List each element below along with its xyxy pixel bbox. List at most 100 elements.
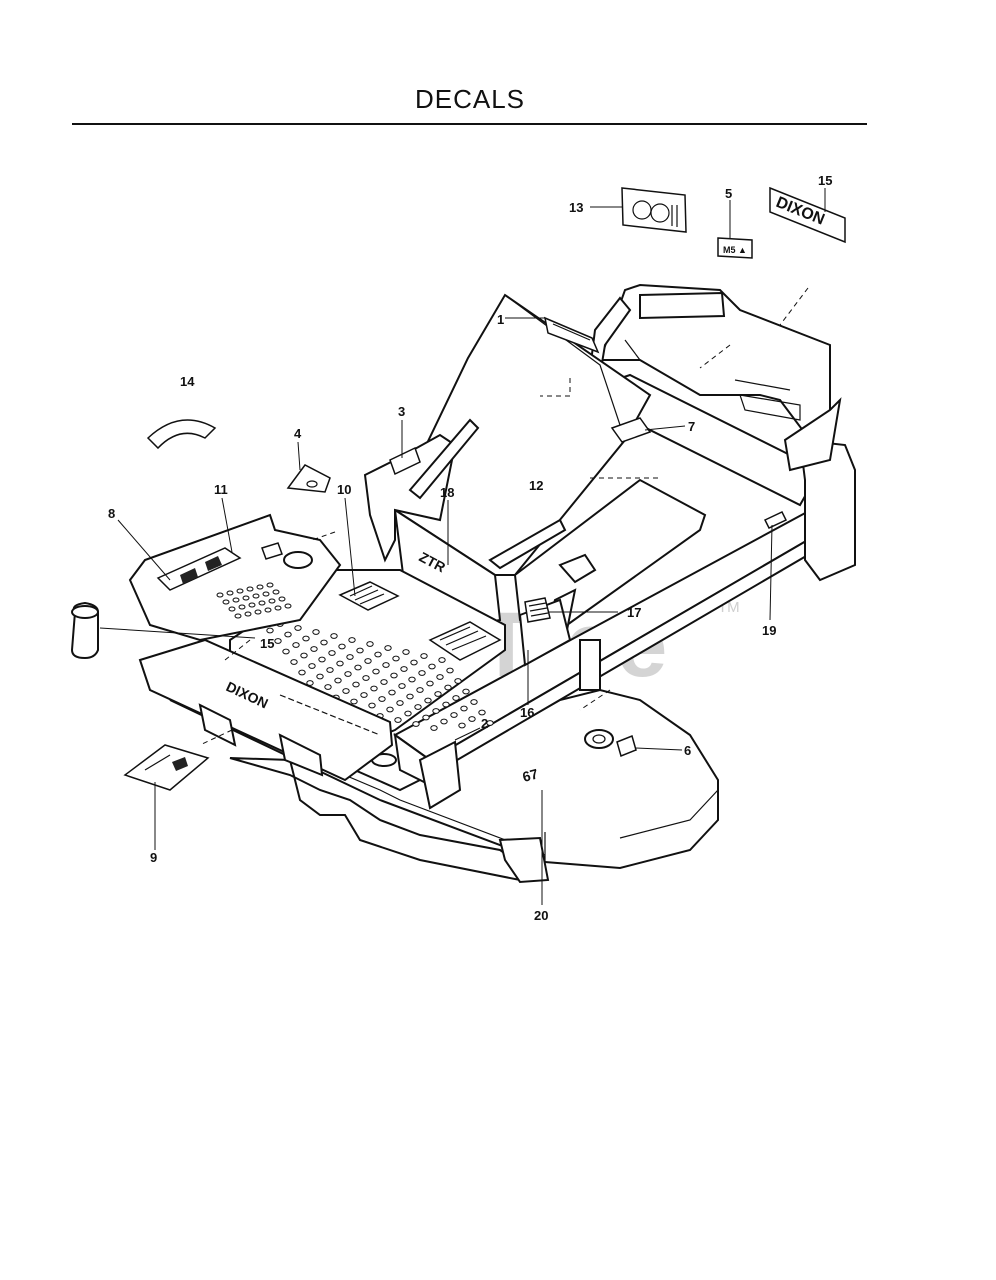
vent-hole	[266, 582, 274, 588]
perforation-hole	[298, 669, 306, 676]
perforation-hole	[372, 668, 380, 675]
perforation-hole	[450, 712, 458, 718]
callout-18: 18	[440, 485, 454, 500]
perforation-hole	[410, 659, 418, 666]
perforation-hole	[328, 650, 336, 656]
perforation-hole	[444, 684, 452, 691]
perforation-hole	[460, 705, 468, 712]
vent-hole	[252, 593, 260, 599]
perforation-hole	[290, 659, 298, 665]
left-deck-side	[70, 513, 342, 660]
perforation-hole	[396, 700, 404, 706]
vent-hole	[222, 599, 230, 605]
perforation-hole	[458, 722, 466, 729]
decal-13	[621, 187, 687, 233]
perforation-hole	[378, 696, 386, 702]
perforation-hole	[362, 675, 370, 681]
perforation-hole	[406, 693, 414, 700]
perforation-hole	[364, 658, 372, 664]
vent-hole	[258, 600, 266, 606]
perforation-hole	[414, 704, 422, 710]
decal-9	[123, 744, 210, 791]
deck-decal-20: 67	[521, 765, 540, 785]
perforation-hole	[442, 701, 450, 708]
perforation-hole	[324, 684, 332, 690]
callout-16: 16	[520, 705, 534, 720]
perforation-hole	[400, 666, 408, 672]
perforation-hole	[468, 716, 476, 722]
perforation-hole	[300, 652, 308, 659]
perforation-hole	[416, 687, 424, 693]
perforation-hole	[478, 709, 486, 716]
perforation-hole	[402, 649, 410, 655]
perforation-hole	[398, 683, 406, 689]
vent-hole	[246, 586, 254, 592]
callout-1: 1	[497, 312, 504, 327]
vent-hole	[262, 591, 270, 597]
vent-hole	[226, 590, 234, 596]
vent-hole	[268, 598, 276, 604]
perforation-hole	[486, 720, 494, 726]
engine-hood: ZTR	[393, 293, 707, 667]
vent-hole	[284, 603, 292, 609]
vent-hole	[248, 602, 256, 608]
callout-11: 11	[214, 482, 228, 497]
perforation-hole	[334, 677, 342, 684]
perforation-hole	[320, 639, 328, 646]
perforation-hole	[292, 642, 300, 648]
perforation-hole	[344, 671, 352, 677]
deck-decal-6	[616, 734, 637, 758]
perforation-hole	[412, 721, 420, 727]
perforation-hole	[346, 654, 354, 660]
frame-decal-19	[763, 511, 788, 529]
perforation-hole	[330, 633, 338, 639]
vent-hole	[236, 588, 244, 594]
vent-hole	[238, 604, 246, 610]
vent-hole	[272, 589, 280, 595]
perforation-hole	[388, 689, 396, 696]
perforation-hole	[348, 637, 356, 643]
leader-lines	[99, 188, 826, 905]
svg-text:M5 ▲: M5 ▲	[723, 245, 747, 255]
perforation-hole	[282, 648, 290, 655]
perforation-hole	[418, 670, 426, 676]
perforation-hole	[470, 699, 478, 705]
perforation-hole	[366, 641, 374, 647]
seat-decal-7	[610, 417, 652, 443]
perforation-hole	[390, 672, 398, 679]
vent-hole	[234, 613, 242, 619]
callout-20: 20	[534, 908, 548, 923]
perforation-hole	[404, 710, 412, 717]
perforation-hole	[310, 646, 318, 652]
callout-17: 17	[627, 605, 641, 620]
perforation-hole	[266, 627, 274, 634]
callout-10: 10	[337, 482, 351, 497]
callout-19: 19	[762, 623, 776, 638]
perforation-hole	[284, 631, 292, 638]
callout-8: 8	[108, 506, 115, 521]
perforation-hole	[370, 685, 378, 692]
page-title: DECALS	[414, 84, 526, 114]
callout-12: 12	[529, 478, 543, 493]
callout-5: 5	[725, 186, 732, 201]
perforation-hole	[386, 706, 394, 713]
perforation-hole	[318, 656, 326, 663]
perforation-hole	[422, 714, 430, 721]
perforation-hole	[360, 692, 368, 698]
perforation-hole	[350, 698, 358, 705]
decal-1	[543, 316, 600, 354]
perforation-hole	[394, 717, 402, 723]
seat	[588, 283, 842, 472]
callout-4: 4	[294, 426, 302, 441]
vent-hole	[278, 596, 286, 602]
callout-2: 2	[481, 716, 488, 731]
left-control-tower	[363, 418, 567, 570]
perforation-hole	[306, 680, 314, 686]
vent-hole	[264, 607, 272, 613]
callout-6: 6	[684, 743, 691, 758]
perforation-hole	[316, 673, 324, 680]
perforation-hole	[308, 663, 316, 669]
decal-14	[146, 419, 217, 450]
